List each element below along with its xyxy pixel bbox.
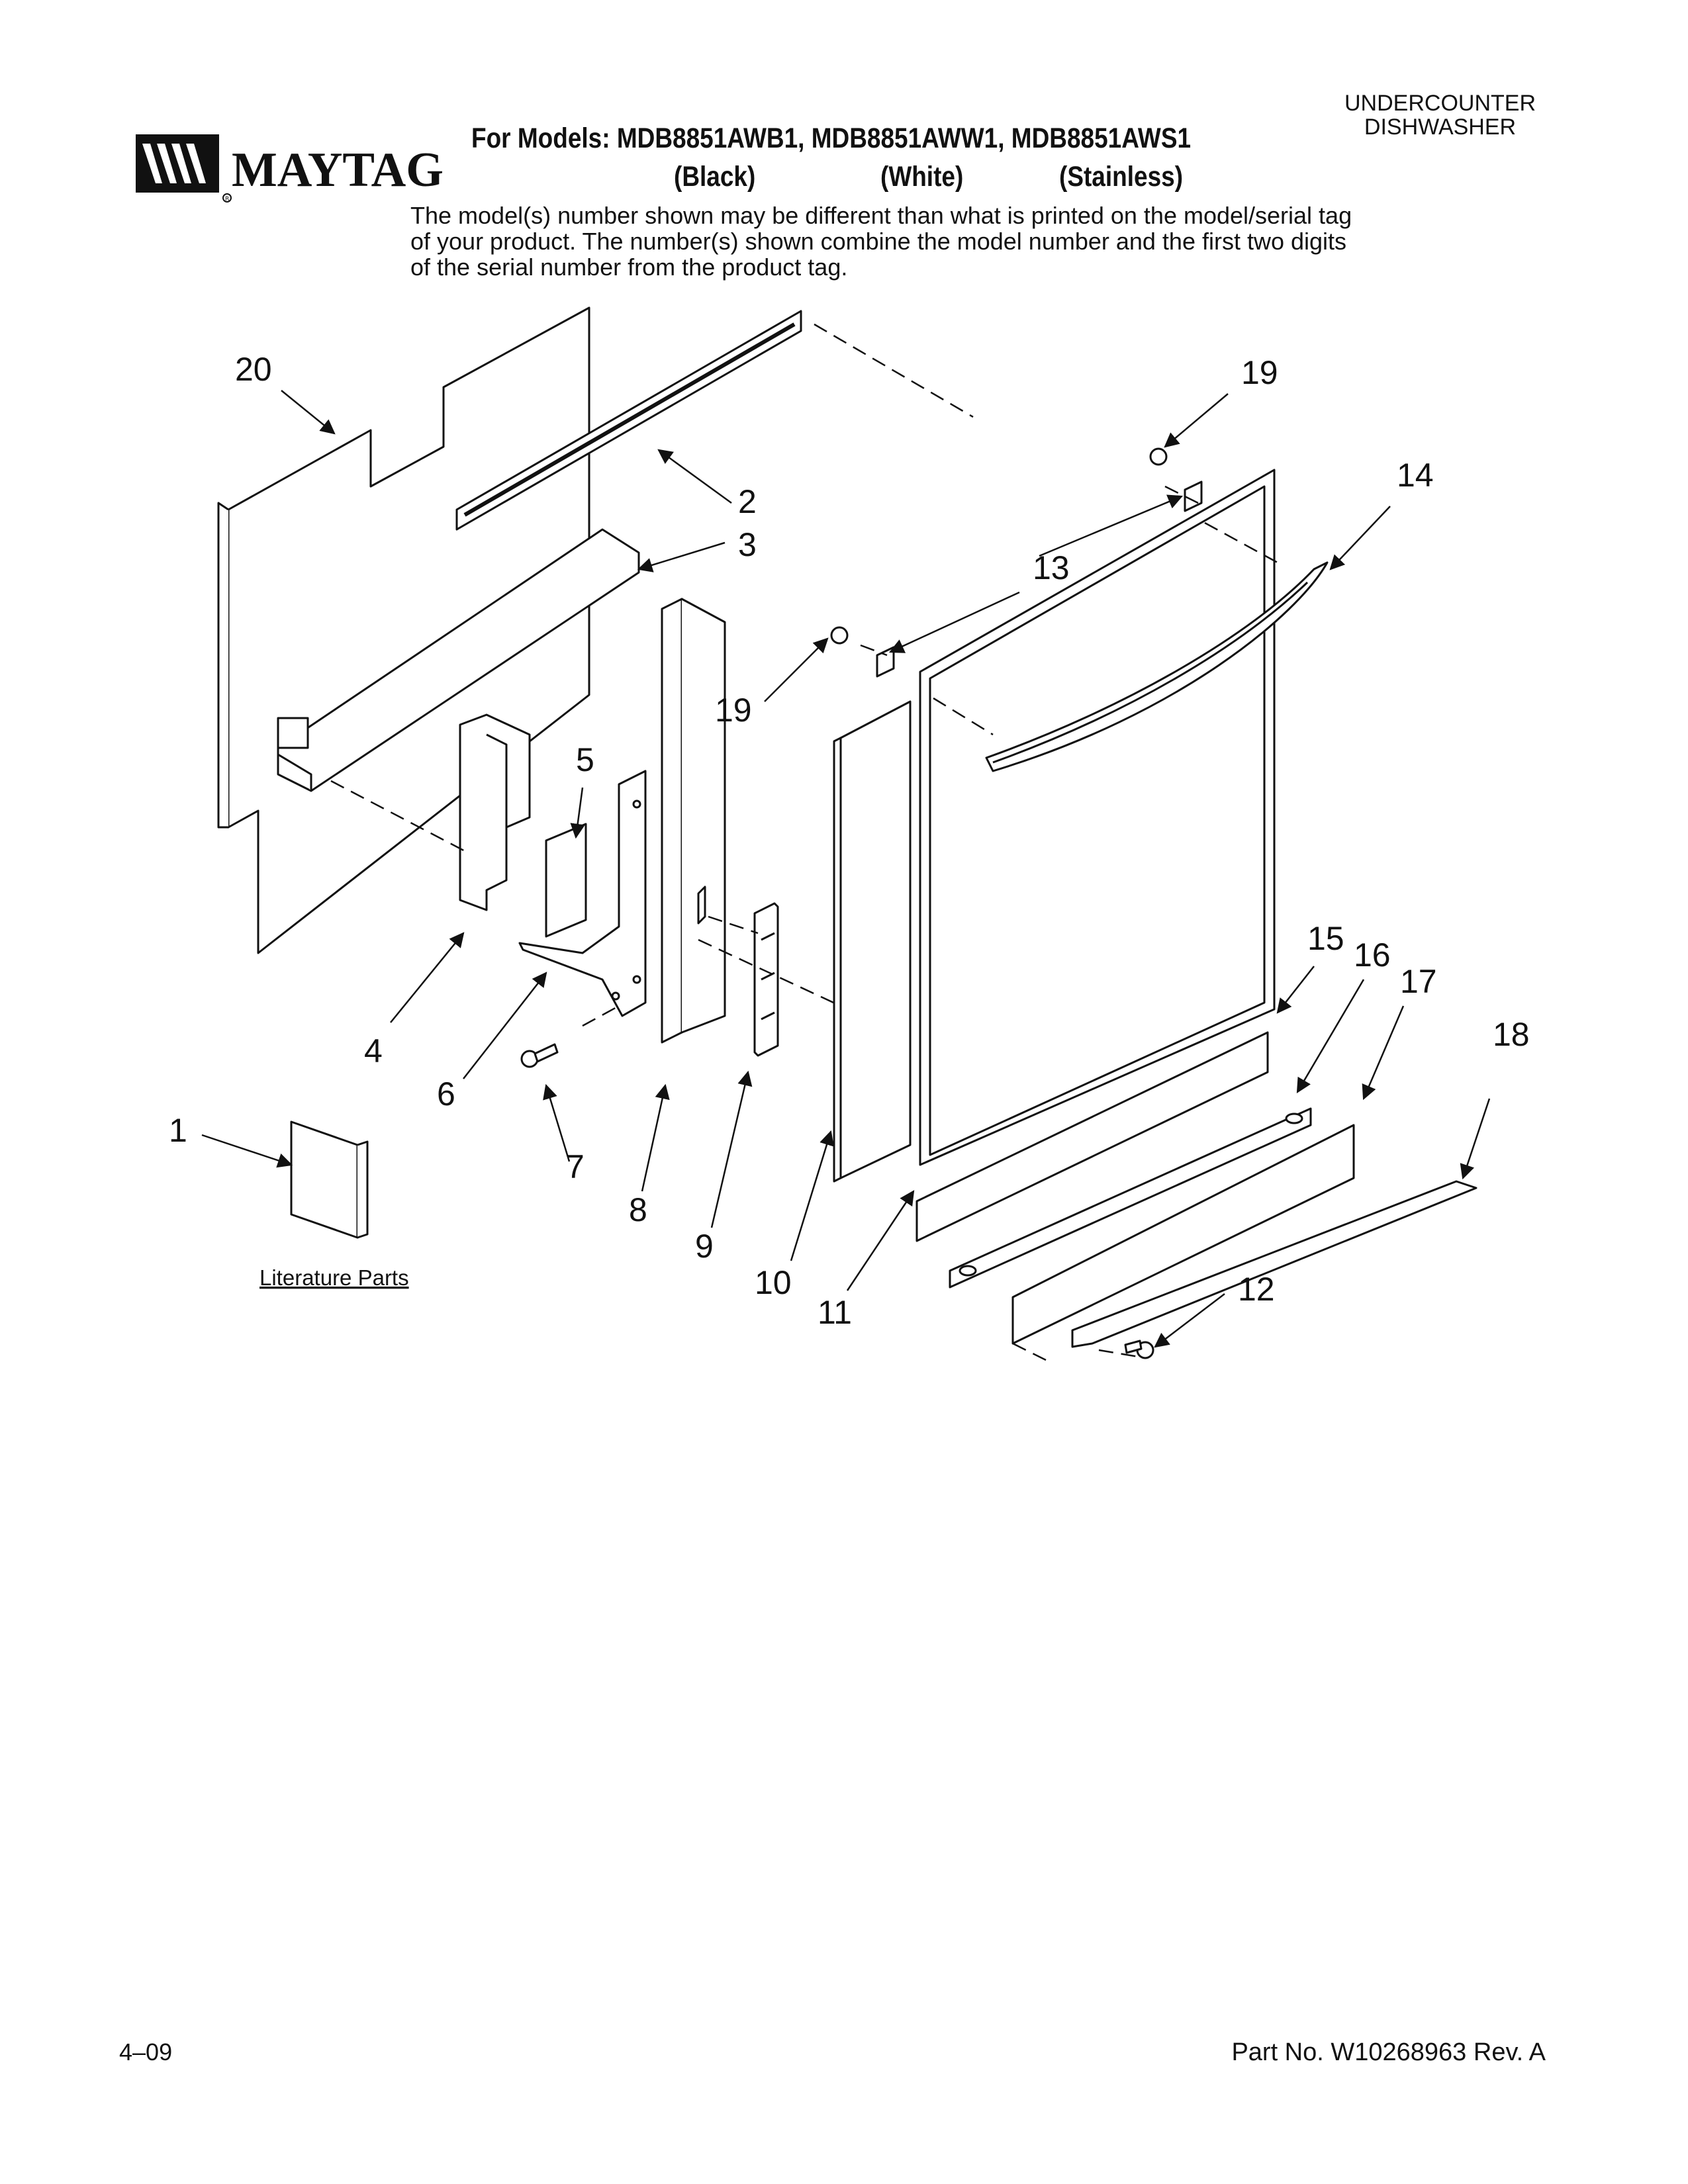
callout-20: 20 [235, 351, 272, 388]
callout-18: 18 [1493, 1016, 1530, 1053]
callout-16: 16 [1354, 936, 1391, 974]
model-number-notice: The model(s) number shown may be differe… [410, 202, 1352, 281]
product-type-line2: DISHWASHER [1364, 114, 1517, 140]
outer-door-panel-part [919, 469, 1276, 1166]
callout-9: 9 [695, 1228, 714, 1265]
callout-numbers: 20 2 3 13 19 14 19 5 4 6 7 8 9 10 11 12 … [169, 351, 1530, 1331]
alignment-guides [330, 323, 1278, 1361]
callout-8: 8 [629, 1191, 647, 1228]
product-type-line1: UNDERCOUNTER [1344, 91, 1536, 116]
door-handle-part [985, 561, 1329, 772]
toe-panel-part [915, 1031, 1269, 1242]
maytag-logo: R MAYTAG [136, 129, 447, 208]
finish-white-label: (White) [880, 161, 964, 193]
maytag-m-emblem-icon: R MAYTAG [136, 134, 444, 203]
pad-part [545, 823, 587, 938]
callout-5: 5 [576, 741, 594, 778]
top-trim-strip-part [455, 310, 802, 531]
finish-black-label: (Black) [674, 161, 756, 193]
side-panel-part [661, 598, 726, 1044]
nut-upper-part [1149, 447, 1168, 466]
callout-15: 15 [1307, 920, 1344, 957]
callout-3: 3 [738, 526, 757, 563]
callout-13: 13 [1033, 549, 1070, 586]
spacer-block-part [459, 713, 531, 911]
callout-11: 11 [818, 1294, 852, 1331]
models-heading: For Models: MDB8851AWB1, MDB8851AWW1, MD… [471, 122, 1192, 154]
kick-plate-part [1011, 1124, 1355, 1345]
callout-4: 4 [364, 1032, 383, 1069]
literature-parts-label: Literature Parts [259, 1265, 409, 1290]
product-type-label: UNDERCOUNTER DISHWASHER [1344, 91, 1536, 139]
callout-17: 17 [1400, 963, 1437, 1000]
insulation-panel-part [277, 528, 640, 792]
side-bracket-part [518, 770, 647, 1017]
callout-1: 1 [169, 1112, 187, 1149]
callout-12: 12 [1238, 1271, 1275, 1308]
callout-10: 10 [755, 1264, 792, 1301]
hinge-plate-upper-part [1184, 480, 1203, 512]
base-channel-part [1071, 1180, 1477, 1348]
hinge-bracket-part [753, 902, 779, 1057]
revision-date: 4–09 [119, 2038, 173, 2066]
brand-wordmark: MAYTAG [232, 143, 444, 197]
callout-6: 6 [437, 1075, 455, 1113]
literature-booklet-part [290, 1120, 369, 1239]
hinge-plate-lower-part [876, 646, 895, 678]
callout-7: 7 [566, 1148, 585, 1185]
screw-part [520, 1043, 559, 1068]
base-screw-part [1124, 1340, 1154, 1359]
finish-stainless-label: (Stainless) [1059, 161, 1184, 193]
kick-trim-part [949, 1107, 1312, 1289]
callout-2: 2 [738, 483, 757, 520]
document-part-number: Part No. W10268963 Rev. A [1231, 2038, 1546, 2066]
callout-14: 14 [1397, 457, 1434, 494]
svg-text:R: R [225, 196, 229, 203]
rear-panel-part [217, 306, 590, 954]
door-liner-panel-part [833, 700, 912, 1183]
callout-19-lower: 19 [715, 692, 752, 729]
nut-lower-part [830, 626, 849, 645]
callout-19-upper: 19 [1241, 354, 1278, 391]
callout-leaders [201, 390, 1491, 1348]
